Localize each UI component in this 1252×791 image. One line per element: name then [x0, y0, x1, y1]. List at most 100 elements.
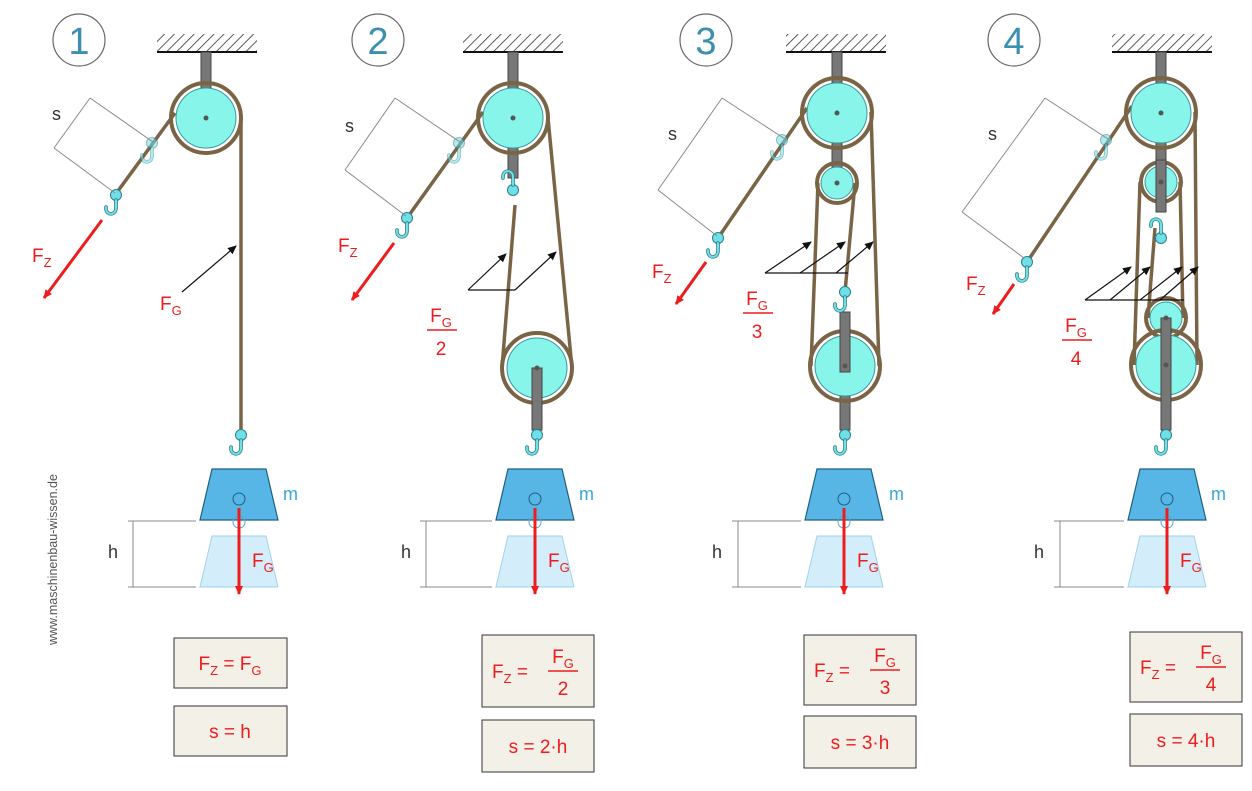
hook [395, 210, 415, 239]
pulley-axle [1163, 315, 1169, 321]
pulley-axle [842, 363, 848, 369]
force-formula-denominator: 2 [558, 679, 569, 700]
distance-formula: s = 3·h [831, 733, 890, 754]
rope-force-pointers [467, 251, 557, 291]
pull-force-arrow [42, 219, 104, 299]
force-formula-denominator: 4 [1206, 675, 1217, 696]
force-formula-numerator: FG [874, 646, 896, 670]
pull-force-label: FZ [966, 274, 986, 298]
ceiling [1112, 34, 1212, 53]
mass [495, 468, 575, 521]
panel-3: 3 s FZ [652, 13, 917, 769]
rope [405, 110, 485, 220]
panel-number-badge [52, 13, 106, 67]
h-dimension [128, 520, 196, 588]
force-formula: FZ = FG [199, 654, 262, 678]
panel-number: 2 [367, 21, 388, 63]
rope [1025, 105, 1134, 263]
rope [716, 107, 809, 239]
weight-force-label: FG [1180, 551, 1202, 575]
distance-formula-box [803, 715, 917, 769]
mass-label: m [579, 484, 594, 504]
mass [804, 468, 884, 521]
panel-number: 1 [68, 21, 89, 63]
hook [229, 427, 249, 456]
rope-force-pointers [764, 241, 874, 274]
force-formula-numerator: FG [1200, 643, 1222, 667]
mass [199, 468, 279, 521]
rope [1146, 227, 1157, 319]
moving-pulley-bar [1160, 317, 1172, 431]
h-label: h [401, 542, 411, 562]
force-formula-numerator: FG [552, 647, 574, 671]
panel-2: 2 s FZ FG [338, 13, 595, 773]
moving-pulley-bar [531, 367, 543, 431]
mass-center [232, 492, 246, 506]
s-label: s [988, 124, 997, 144]
rope-force-pointer [181, 245, 237, 293]
mass [1127, 468, 1207, 521]
rope [809, 182, 820, 367]
panel-number: 3 [695, 21, 716, 63]
weight-force-label: FG [252, 551, 274, 575]
hook [1154, 427, 1174, 456]
distance-formula-box [481, 719, 595, 773]
pull-force-arrow [991, 283, 1016, 315]
distance-formula-box [173, 705, 288, 757]
hook [525, 427, 545, 456]
hook [833, 284, 853, 313]
force-formula-denominator: 3 [880, 678, 891, 699]
distance-formula: s = 2·h [509, 737, 568, 758]
rope [546, 117, 574, 369]
h-label: h [1034, 542, 1044, 562]
force-formula-box [803, 634, 917, 706]
h-dimension [732, 520, 801, 588]
rope [1178, 181, 1185, 319]
rope [843, 182, 857, 293]
mass-label: m [889, 484, 904, 504]
fixed-pulley [476, 81, 550, 155]
s-label: s [345, 116, 354, 136]
panel-1: 1 s FZ FG m [32, 13, 298, 757]
s-label: s [52, 104, 61, 124]
pull-force-arrow [674, 261, 708, 305]
panel-number-badge [679, 13, 733, 67]
rope [869, 111, 881, 367]
pulley-axle [834, 110, 840, 116]
distance-formula-box [1129, 713, 1243, 767]
ceiling [786, 34, 886, 53]
rope-force-fraction-denominator: 3 [752, 322, 763, 343]
mass-label: m [283, 484, 298, 504]
pull-force-arrow [350, 242, 396, 301]
panel-number-badge [987, 13, 1041, 67]
rope-force-pointers [1084, 266, 1199, 301]
h-label: h [108, 542, 118, 562]
panel-number: 4 [1003, 21, 1024, 63]
watermark: www.maschinenbau-wissen.de [46, 474, 60, 646]
pull-force-label: FZ [338, 236, 358, 260]
rope-force-fraction-denominator: 4 [1071, 349, 1082, 370]
s-dimension [657, 97, 786, 237]
pull-force-label: FZ [652, 262, 672, 286]
s-label: s [668, 124, 677, 144]
pull-force-label: FZ [32, 246, 52, 270]
h-dimension [1054, 520, 1124, 588]
pulley-axle [203, 115, 209, 121]
pulley-axle [534, 365, 540, 371]
force-formula-box [1129, 631, 1243, 703]
rope [1132, 181, 1142, 366]
ceiling [463, 34, 563, 53]
panel-number-badge [351, 13, 405, 67]
rope-force-fraction-numerator: FG [746, 289, 768, 313]
pulley-axle [510, 115, 516, 121]
pulley-axle [1158, 179, 1164, 185]
rope [113, 111, 177, 197]
weight-force-label: FG [857, 551, 879, 575]
weight-force-label: FG [548, 551, 570, 575]
mass-center [528, 492, 542, 506]
panel-4: 4 s [961, 13, 1243, 767]
distance-formula: s = h [209, 722, 251, 743]
s-dimension [53, 97, 154, 194]
mass-center [837, 492, 851, 506]
